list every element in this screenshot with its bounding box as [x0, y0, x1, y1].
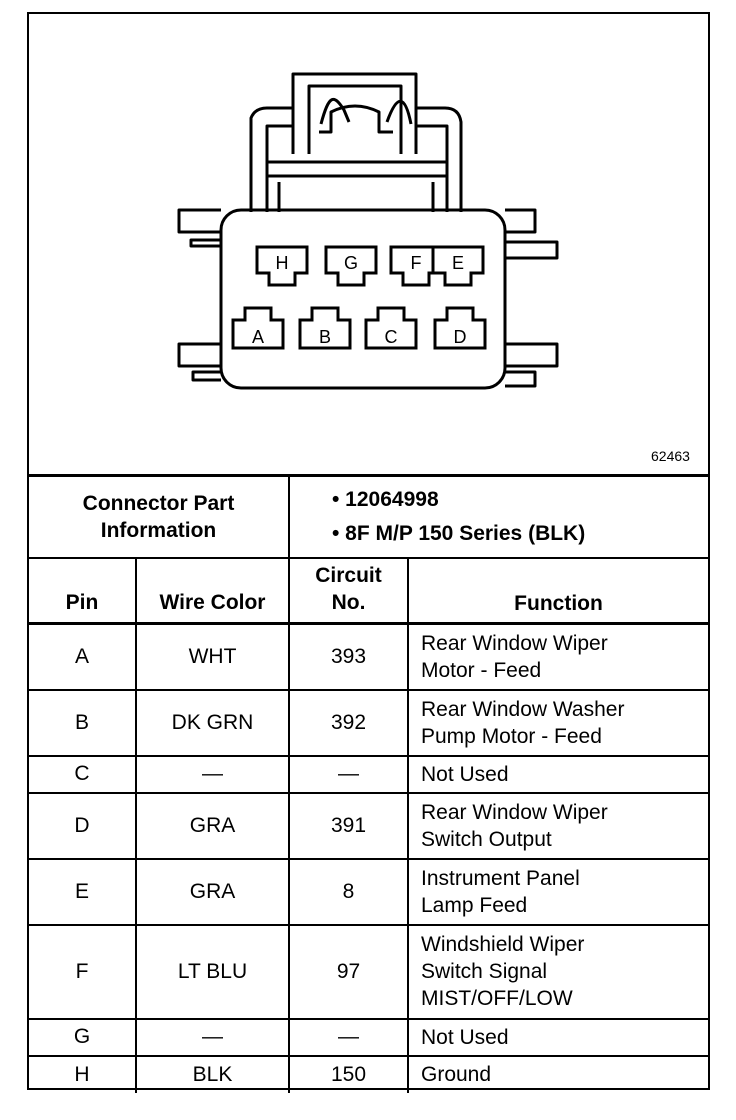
function-line: Rear Window Wiper: [421, 631, 608, 655]
svg-text:D: D: [454, 327, 467, 347]
circuit-cell: —: [288, 1017, 409, 1057]
connector-info-values: • 12064998 • 8F M/P 150 Series (BLK): [287, 474, 709, 559]
pin-cell: D: [29, 791, 137, 860]
pin-cell: C: [29, 754, 137, 794]
function-line: Windshield Wiper: [421, 933, 585, 956]
function-line: Not Used: [421, 762, 509, 786]
function-line: Not Used: [421, 1025, 509, 1049]
function-line: MIST/OFF/LOW: [421, 987, 573, 1010]
wire-color-cell: LT BLU: [135, 923, 290, 1020]
function-line: Instrument Panel: [421, 866, 580, 890]
pin-cavity-h: H: [255, 245, 309, 287]
wire-color-cell: GRA: [135, 791, 290, 860]
connector-figure: H G F E A B: [27, 12, 710, 1093]
function-line: Switch Signal: [421, 960, 548, 983]
svg-text:G: G: [344, 253, 358, 273]
function-line: Rear Window Washer: [421, 697, 625, 721]
column-header-pin: Pin: [29, 556, 137, 624]
circuit-cell: —: [288, 754, 409, 794]
circuit-cell: 393: [288, 622, 409, 691]
function-line: Lamp Feed: [421, 893, 528, 917]
circuit-cell: 391: [288, 791, 409, 860]
circuit-cell: 150: [288, 1054, 409, 1093]
connector-diagram: H G F E A B: [177, 72, 559, 390]
function-line: Ground: [421, 1063, 492, 1086]
wire-color-cell: WHT: [135, 622, 290, 691]
column-header-circuit-line2: No.: [331, 591, 366, 614]
function-line: Pump Motor - Feed: [421, 724, 602, 748]
header-row: Pin Wire Color Circuit No. Function: [29, 556, 709, 624]
column-header-function: Function: [406, 556, 709, 624]
column-header-circuit-line1: Circuit: [315, 564, 382, 587]
part-number: • 12064998: [332, 487, 439, 511]
pin-cavity-b: B: [298, 306, 352, 350]
table-row: G——Not Used: [29, 1017, 709, 1057]
circuit-cell: 392: [288, 688, 409, 757]
table-row: C——Not Used: [29, 754, 709, 794]
function-cell: Not Used: [406, 754, 709, 794]
figure-number: 62463: [651, 448, 690, 464]
svg-text:F: F: [411, 253, 422, 273]
circuit-cell: 97: [288, 923, 409, 1020]
pin-cell: F: [29, 923, 137, 1020]
wire-color-cell: —: [135, 754, 290, 794]
wire-color-cell: GRA: [135, 857, 290, 926]
column-header-wire-color: Wire Color: [135, 556, 290, 624]
connector-series: • 8F M/P 150 Series (BLK): [332, 521, 586, 545]
svg-text:A: A: [252, 327, 264, 347]
wire-color-cell: BLK: [135, 1054, 290, 1093]
pin-cavity-e: E: [431, 245, 485, 287]
pinout-table: Connector Part Information • 12064998 • …: [29, 474, 709, 1093]
connector-info-label: Connector Part Information: [29, 474, 290, 559]
wire-color-cell: —: [135, 1017, 290, 1057]
function-line: Rear Window Wiper: [421, 800, 608, 824]
function-cell: Ground: [406, 1054, 709, 1093]
wire-color-cell: DK GRN: [135, 688, 290, 757]
pin-cell: H: [29, 1054, 137, 1093]
column-header-circuit: Circuit No.: [288, 556, 409, 624]
pin-cell: G: [29, 1017, 137, 1057]
pin-cell: B: [29, 688, 137, 757]
connector-info-row: Connector Part Information • 12064998 • …: [29, 474, 709, 559]
function-cell: Not Used: [406, 1017, 709, 1057]
pin-cell: A: [29, 622, 137, 691]
function-line: Motor - Feed: [421, 658, 542, 682]
function-line: Switch Output: [421, 827, 552, 851]
pin-cavity-d: D: [433, 306, 487, 350]
pin-cell: E: [29, 857, 137, 926]
circuit-cell: 8: [288, 857, 409, 926]
pin-cavity-c: C: [364, 306, 418, 350]
svg-text:C: C: [385, 327, 398, 347]
connector-info-label-line2: Information: [100, 518, 217, 542]
svg-text:B: B: [319, 327, 331, 347]
svg-text:H: H: [276, 253, 289, 273]
pin-cavity-g: G: [324, 245, 378, 287]
pin-cavity-a: A: [231, 306, 285, 350]
svg-text:E: E: [452, 253, 464, 273]
connector-info-label-line1: Connector Part: [82, 491, 235, 515]
